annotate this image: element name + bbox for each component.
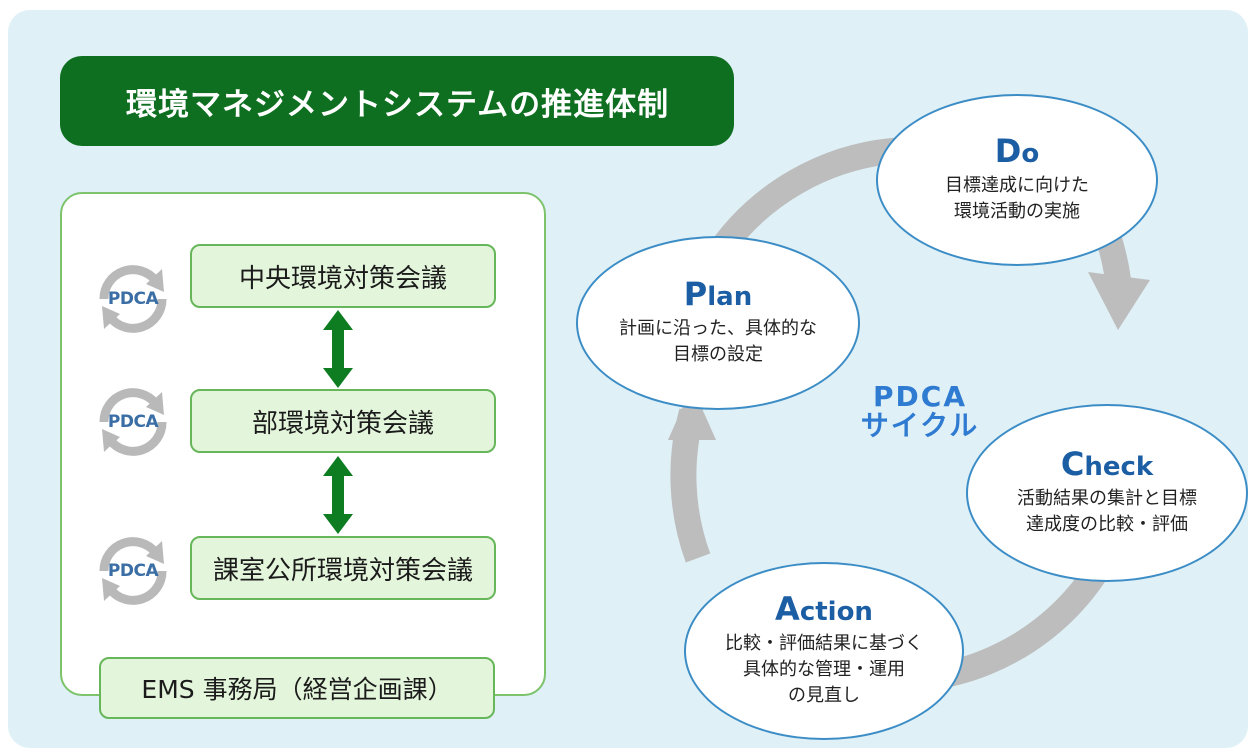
check-step-title-rest: heck — [1084, 451, 1154, 482]
action-step-title-rest: ction — [799, 596, 873, 627]
pdca-badge-label: PDCA — [107, 561, 159, 581]
central-environment-council-box: 中央環境対策会議 — [190, 244, 496, 308]
pdca-cycle-icon: PDCA — [90, 379, 176, 465]
cycle-arrows-icon — [99, 388, 167, 456]
do-step-initial: D — [994, 131, 1022, 170]
department-environment-council-box: 部環境対策会議 — [190, 389, 496, 453]
pdca-cycle-icon: PDCA — [90, 528, 176, 614]
plan-step-title-rest: lan — [707, 281, 753, 312]
pdca-cycle-label-line1: PDCA — [873, 380, 967, 413]
ems-secretariat-box: EMS 事務局（経営企画課） — [99, 657, 495, 719]
action-desc-line: 具体的な管理・運用 — [743, 658, 905, 680]
page-title: 環境マネジメントシステムの推進体制 — [60, 56, 734, 146]
plan-step-title: Plan — [684, 278, 752, 310]
do-step-ellipse: Do 目標達成に向けた 環境活動の実施 — [876, 94, 1158, 266]
action-step-description: 比較・評価結果に基づく 具体的な管理・運用 の見直し — [725, 631, 923, 709]
action-desc-line: の見直し — [788, 685, 860, 707]
do-desc-line: 目標達成に向けた — [945, 174, 1089, 196]
pdca-cycle-label-line2: サイクル — [860, 409, 980, 443]
do-step-title: Do — [995, 135, 1039, 167]
do-step-description: 目標達成に向けた 環境活動の実施 — [945, 173, 1089, 225]
do-step-title-rest: o — [1021, 138, 1040, 169]
cycle-arrowhead — [668, 386, 716, 440]
do-desc-line: 環境活動の実施 — [954, 201, 1080, 222]
pdca-cycle-label: PDCA サイクル — [860, 382, 980, 441]
check-desc-line: 達成度の比較・評価 — [1026, 514, 1188, 535]
plan-step-description: 計画に沿った、具体的な 目標の設定 — [619, 316, 817, 368]
cycle-arrows-icon — [99, 537, 167, 605]
plan-desc-line: 計画に沿った、具体的な — [619, 317, 817, 339]
pdca-badge-label: PDCA — [107, 412, 159, 432]
plan-step-initial: P — [683, 274, 708, 313]
action-step-ellipse: Action 比較・評価結果に基づく 具体的な管理・運用 の見直し — [684, 562, 964, 740]
pdca-badge-label: PDCA — [107, 289, 159, 309]
cycle-arrows-icon — [99, 265, 167, 333]
check-step-ellipse: Check 活動結果の集計と目標 達成度の比較・評価 — [966, 404, 1248, 582]
action-step-title: Action — [775, 593, 873, 625]
plan-desc-line: 目標の設定 — [673, 344, 763, 365]
check-desc-line: 活動結果の集計と目標 — [1017, 487, 1197, 509]
check-step-description: 活動結果の集計と目標 達成度の比較・評価 — [1017, 486, 1197, 538]
pdca-cycle-icon: PDCA — [90, 256, 176, 342]
action-desc-line: 比較・評価結果に基づく — [725, 632, 923, 654]
check-step-initial: C — [1060, 444, 1085, 483]
action-step-initial: A — [775, 589, 800, 628]
diagram-canvas: 環境マネジメントシステムの推進体制 PDCA PDCA PDCA 中央環境対策 — [8, 10, 1248, 748]
check-step-title: Check — [1061, 448, 1153, 480]
section-office-environment-council-box: 課室公所環境対策会議 — [190, 536, 496, 600]
double-arrow-icon — [323, 310, 353, 388]
plan-step-ellipse: Plan 計画に沿った、具体的な 目標の設定 — [576, 236, 860, 410]
cycle-arrowhead — [1088, 272, 1150, 330]
double-arrow-icon — [323, 456, 353, 534]
